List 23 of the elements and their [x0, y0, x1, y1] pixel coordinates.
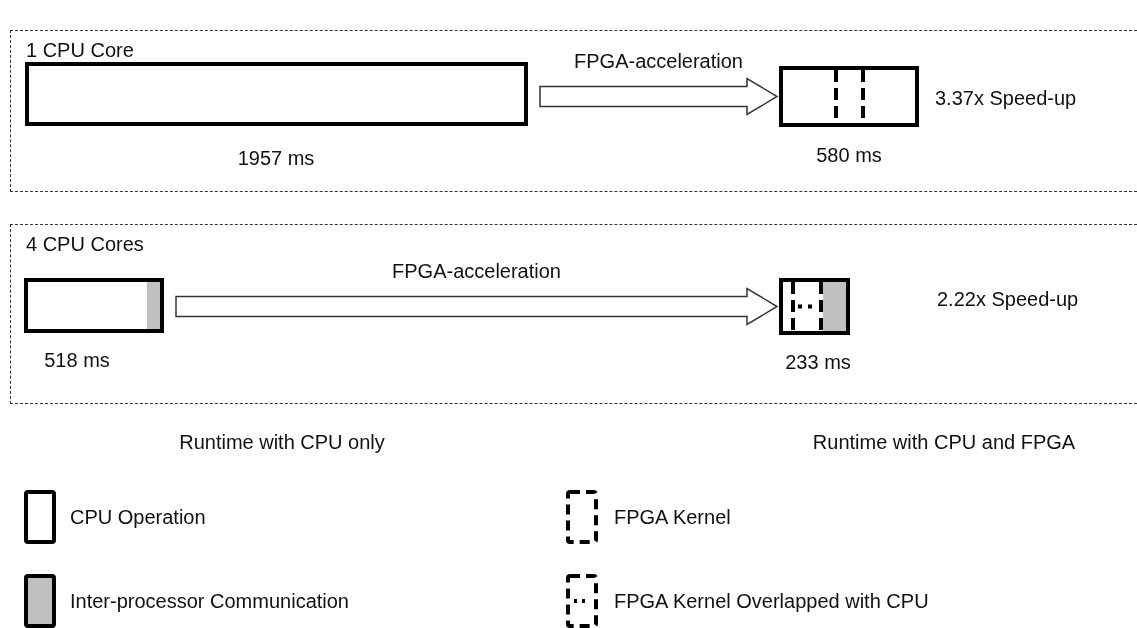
runtime-bar: [779, 66, 919, 127]
legend-label: FPGA Kernel Overlapped with CPU: [614, 589, 929, 613]
column-caption: Runtime with CPU only: [179, 430, 385, 454]
runtime-bar: [24, 278, 164, 333]
dashed-group-panel: [10, 30, 1137, 192]
speedup-label: 3.37x Speed-up: [935, 86, 1077, 110]
legend-label: CPU Operation: [70, 505, 206, 529]
legend-label: Inter-processor Communication: [70, 589, 349, 613]
runtime-bar: [25, 62, 528, 126]
duration-label: 233 ms: [785, 350, 851, 374]
legend-label: FPGA Kernel: [614, 505, 731, 529]
runtime-bar: [779, 278, 850, 335]
column-caption: Runtime with CPU and FPGA: [812, 430, 1076, 454]
edge-label: FPGA-acceleration: [392, 258, 561, 283]
speedup-label: 2.22x Speed-up: [937, 287, 1079, 311]
duration-label: 580 ms: [816, 143, 882, 167]
block-arrow: [175, 287, 779, 326]
duration-label: 1957 ms: [237, 146, 315, 170]
group-heading: 4 CPU Cores: [26, 233, 144, 256]
duration-label: 518 ms: [44, 348, 110, 372]
block-arrow: [539, 77, 779, 116]
group-heading: 1 CPU Core: [26, 39, 134, 62]
edge-label: FPGA-acceleration: [574, 48, 743, 73]
